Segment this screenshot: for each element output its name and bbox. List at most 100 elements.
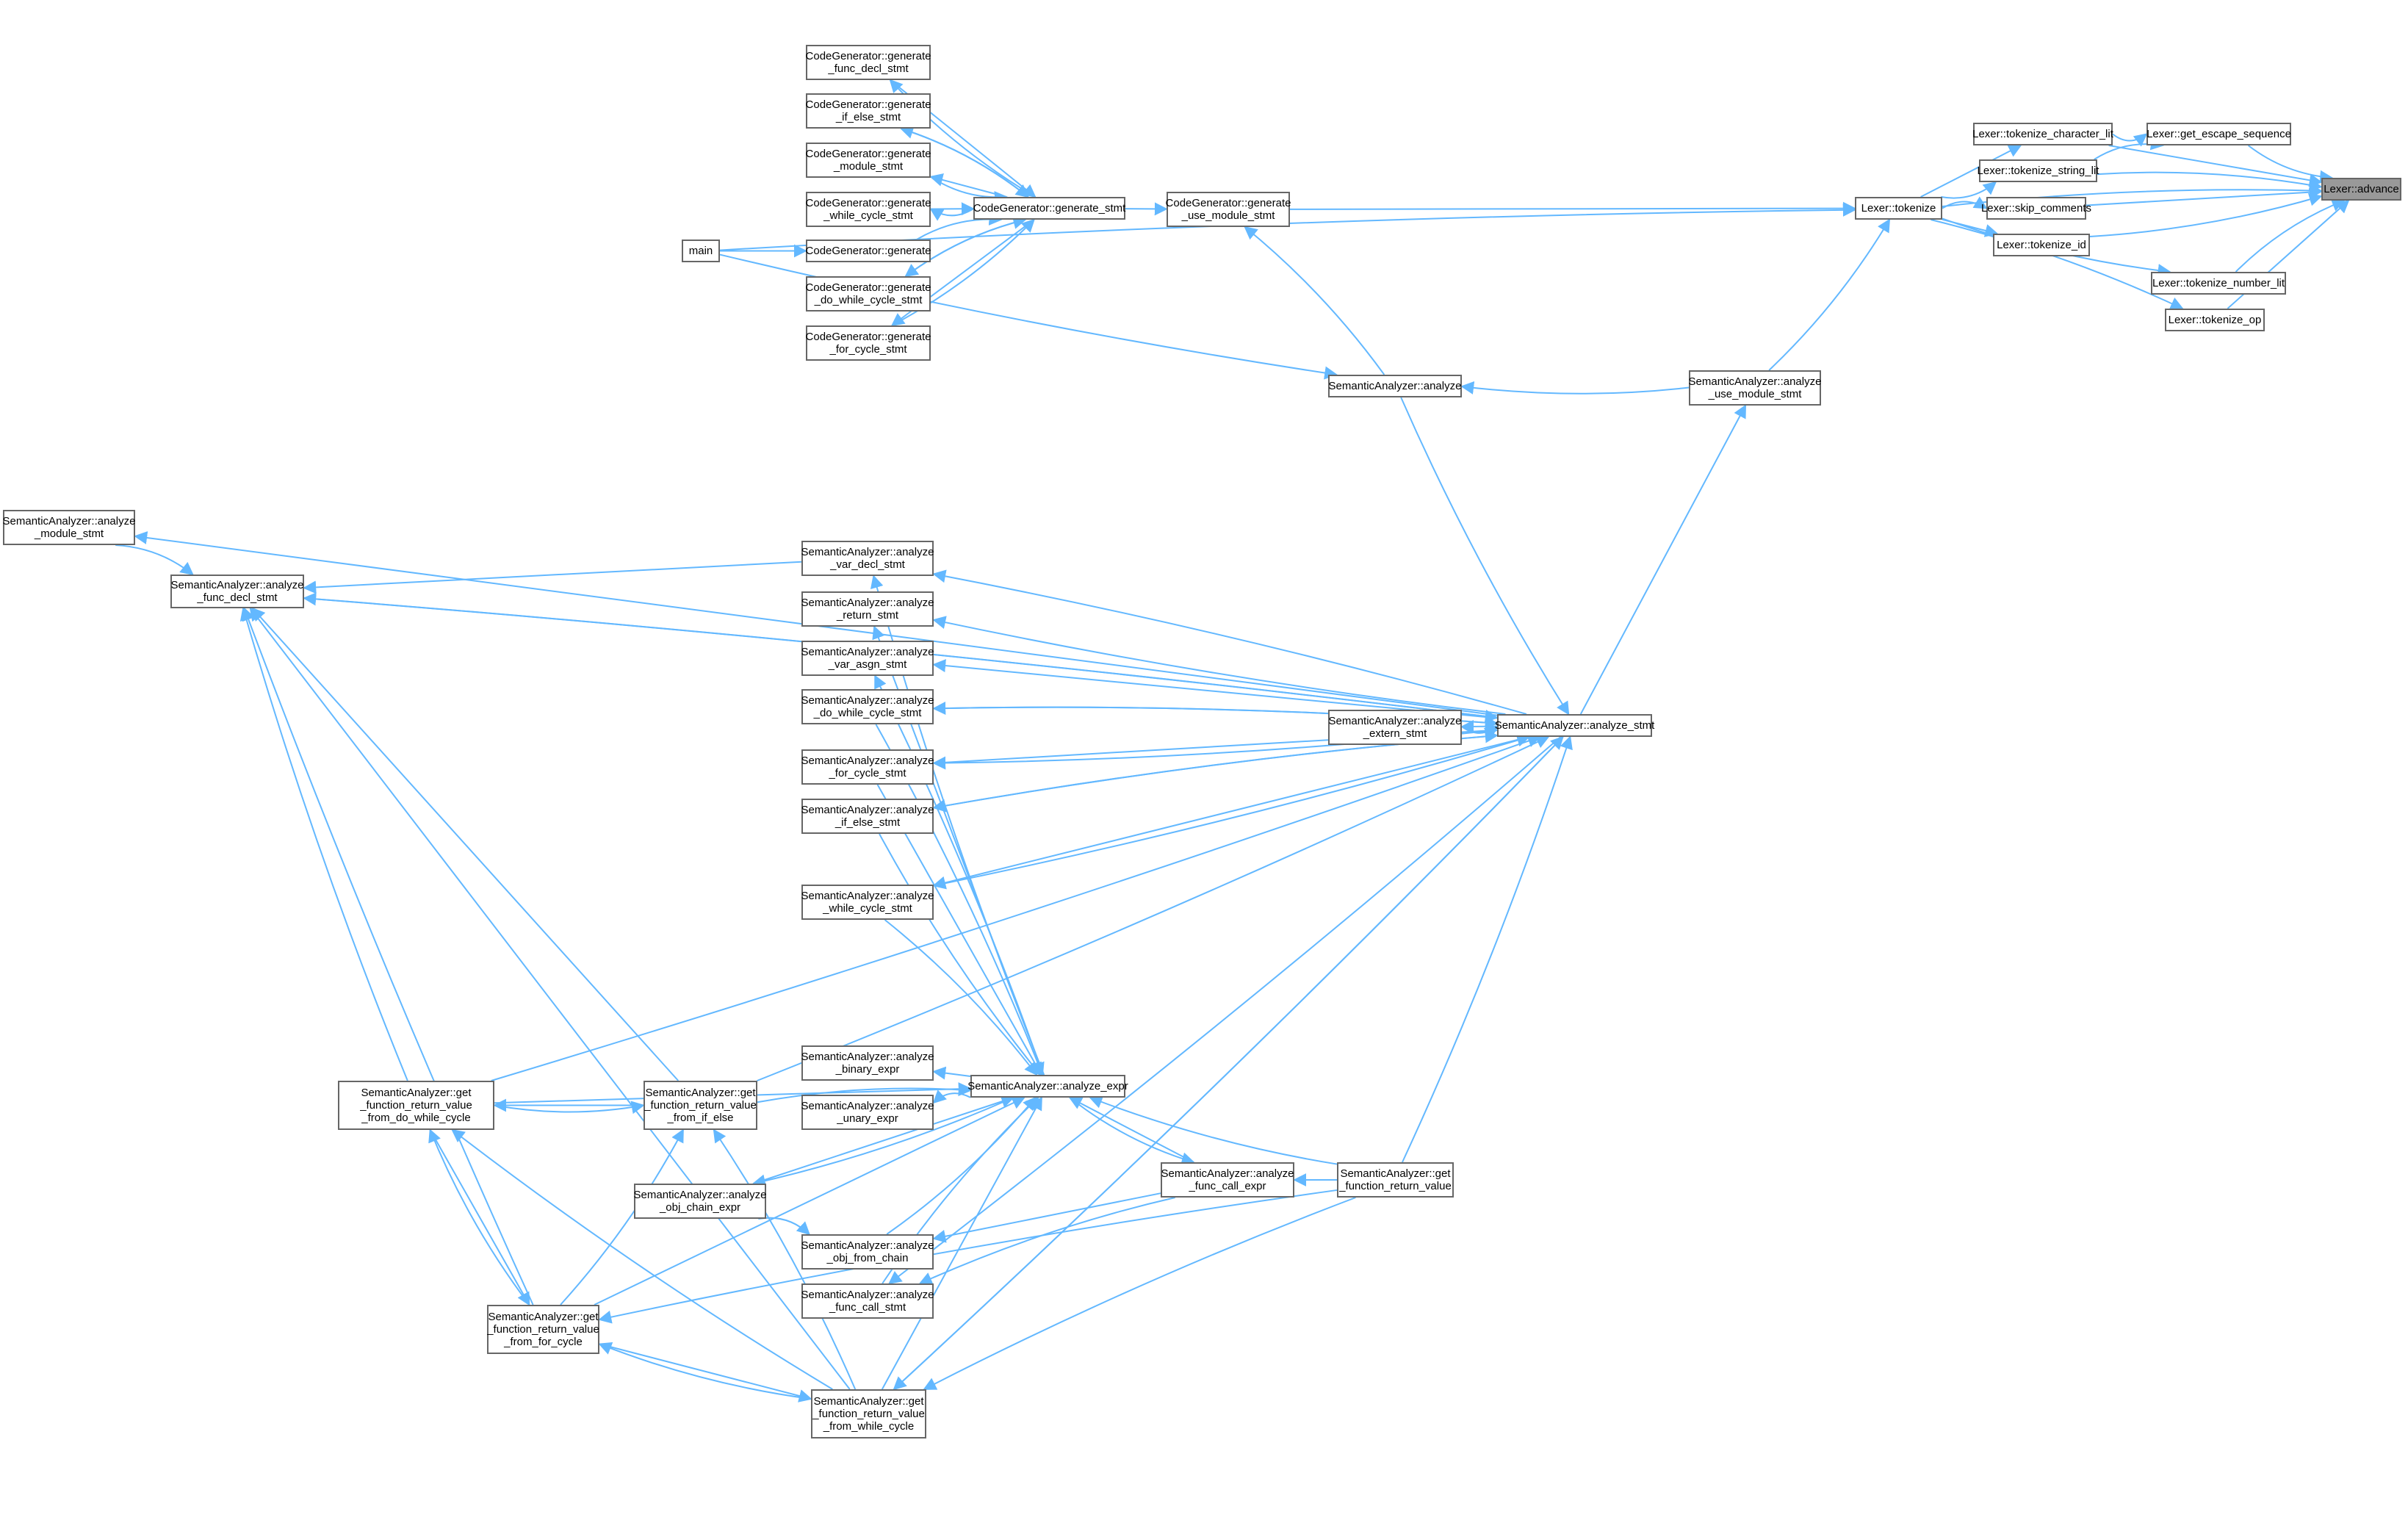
- edge-while_stmt-to-analyze_stmt: [933, 733, 1531, 887]
- edge-gen_stmt-to-gen_for: [890, 219, 1035, 327]
- graph-node-string-lit[interactable]: Lexer::tokenize_string_lit: [1978, 159, 2099, 182]
- graph-node-gen-func-decl[interactable]: CodeGenerator::generate _func_decl_stmt: [806, 45, 931, 80]
- graph-node-if-else-stmt[interactable]: SemanticAnalyzer::analyze _if_else_stmt: [801, 799, 934, 834]
- graph-node-op[interactable]: Lexer::tokenize_op: [2165, 309, 2265, 331]
- edge-from_if_else-to-func_decl_stmt: [251, 607, 679, 1081]
- graph-node-from-for[interactable]: SemanticAnalyzer::get _function_return_v…: [487, 1305, 599, 1354]
- edge-from_for-to-from_do_while: [428, 1128, 530, 1306]
- graph-node-obj-from-chain[interactable]: SemanticAnalyzer::analyze _obj_from_chai…: [801, 1234, 934, 1270]
- edge-from_while-to-from_for: [598, 1342, 812, 1400]
- graph-node-char-lit[interactable]: Lexer::tokenize_character_lit: [1972, 123, 2113, 145]
- edge-tokenize-to-skip: [1942, 196, 1988, 209]
- edge-from_do_while-to-analyze_stmt: [491, 734, 1541, 1081]
- edge-from_if_else-to-analyze_stmt: [757, 735, 1550, 1081]
- edge-module_stmt-to-func_decl_stmt: [115, 544, 194, 576]
- graph-node-analyze-stmt[interactable]: SemanticAnalyzer::analyze_stmt: [1495, 714, 1654, 737]
- graph-node-obj-chain[interactable]: SemanticAnalyzer::analyze _obj_chain_exp…: [634, 1184, 766, 1219]
- edge-from_while-to-analyze_expr: [881, 1096, 1042, 1390]
- graph-node-escape[interactable]: Lexer::get_escape_sequence: [2146, 123, 2291, 145]
- edge-from_while-to-analyze_stmt: [893, 735, 1564, 1390]
- edge-from_while-to-from_if_else: [713, 1128, 857, 1390]
- edge-gen_if_else-to-gen_stmt: [901, 128, 1030, 198]
- edge-from_do_while-to-from_if_else: [494, 1101, 645, 1115]
- edge-analyze_expr-to-func_call_expr: [1069, 1097, 1195, 1165]
- edge-analyze_expr-to-binary_expr: [932, 1066, 971, 1080]
- edge-analyze_stmt-to-while_stmt: [932, 736, 1529, 890]
- graph-node-id[interactable]: Lexer::tokenize_id: [1993, 234, 2090, 256]
- graph-node-gen-for[interactable]: CodeGenerator::generate _for_cycle_stmt: [806, 325, 931, 361]
- graph-node-generate[interactable]: CodeGenerator::generate: [806, 240, 931, 262]
- edge-gen_do_while-to-gen_stmt: [905, 216, 1027, 277]
- graph-node-from-if-else[interactable]: SemanticAnalyzer::get _function_return_v…: [644, 1081, 757, 1130]
- graph-node-gen-while[interactable]: CodeGenerator::generate _while_cycle_stm…: [806, 192, 931, 227]
- graph-node-var-asgn[interactable]: SemanticAnalyzer::analyze _var_asgn_stmt: [801, 641, 934, 676]
- edge-tokenize-to-string_lit: [1941, 181, 1997, 199]
- edge-char_lit-to-advance: [2108, 145, 2323, 187]
- edge-get_fn_ret-to-analyze_expr: [1089, 1095, 1338, 1165]
- graph-node-binary-expr[interactable]: SemanticAnalyzer::analyze _binary_expr: [801, 1045, 934, 1081]
- graph-node-tokenize[interactable]: Lexer::tokenize: [1855, 197, 1942, 220]
- graph-node-advance[interactable]: Lexer::advance: [2321, 178, 2401, 201]
- graph-node-for-cycle-stmt[interactable]: SemanticAnalyzer::analyze _for_cycle_stm…: [801, 749, 934, 785]
- edge-from_while-to-from_do_while: [451, 1128, 833, 1390]
- edge-analyze_stmt-to-var_decl: [932, 569, 1527, 715]
- graph-node-gen-do-while[interactable]: CodeGenerator::generate _do_while_cycle_…: [806, 276, 931, 312]
- edge-var_decl-to-func_decl_stmt: [303, 561, 802, 594]
- edge-char_lit-to-escape: [2112, 133, 2148, 147]
- graph-node-gen-module[interactable]: CodeGenerator::generate _module_stmt: [806, 143, 931, 178]
- edge-obj_chain-to-analyze_expr: [753, 1095, 1015, 1184]
- edge-number_lit-to-advance: [2235, 198, 2346, 273]
- graph-node-analyze-expr[interactable]: SemanticAnalyzer::analyze_expr: [967, 1075, 1128, 1098]
- edge-string_lit-to-advance: [2097, 171, 2323, 192]
- edge-obj_chain-to-obj_from_chain: [758, 1217, 811, 1236]
- edge-from_do_while-to-from_for: [429, 1129, 530, 1306]
- graph-node-skip[interactable]: Lexer::skip_comments: [1981, 197, 2091, 220]
- graph-node-return-stmt[interactable]: SemanticAnalyzer::analyze _return_stmt: [801, 591, 934, 627]
- graph-node-gen-use-module[interactable]: CodeGenerator::generate _use_module_stmt: [1166, 192, 1291, 227]
- edge-from_if_else-to-analyze_expr: [757, 1083, 972, 1103]
- graph-node-extern-stmt[interactable]: SemanticAnalyzer::analyze _extern_stmt: [1328, 710, 1462, 745]
- edge-analyze-to-analyze_stmt: [1400, 397, 1570, 716]
- edge-analyze_expr-to-var_asgn: [874, 674, 1044, 1076]
- graph-node-main[interactable]: main: [682, 240, 720, 262]
- graph-node-unary-expr[interactable]: SemanticAnalyzer::analyze _unary_expr: [801, 1095, 934, 1130]
- graph-node-analyze-use-module[interactable]: SemanticAnalyzer::analyze _use_module_st…: [1689, 370, 1821, 406]
- edge-analyze_use_module-to-analyze: [1460, 381, 1690, 395]
- edge-analyze_stmt-to-return_stmt: [932, 616, 1506, 715]
- edge-from_do_while-to-func_decl_stmt: [239, 607, 408, 1081]
- graph-node-from-do-while[interactable]: SemanticAnalyzer::get _function_return_v…: [338, 1081, 494, 1130]
- edge-escape-to-advance: [2247, 145, 2334, 184]
- edge-from_for-to-func_decl_stmt: [242, 607, 534, 1306]
- edge-skip-to-advance: [2086, 185, 2323, 206]
- edge-analyze_expr-to-unary_expr: [932, 1090, 971, 1104]
- graph-node-func-call-stmt[interactable]: SemanticAnalyzer::analyze _func_call_stm…: [801, 1283, 934, 1319]
- graph-node-number-lit[interactable]: Lexer::tokenize_number_lit: [2151, 272, 2286, 295]
- edge-main-to-analyze: [719, 253, 1338, 380]
- graph-node-analyze[interactable]: SemanticAnalyzer::analyze: [1328, 375, 1462, 397]
- graph-node-gen-stmt[interactable]: CodeGenerator::generate_stmt: [973, 197, 1125, 220]
- graph-node-func-decl-stmt[interactable]: SemanticAnalyzer::analyze _func_decl_stm…: [170, 575, 304, 608]
- graph-node-module-stmt[interactable]: SemanticAnalyzer::analyze _module_stmt: [3, 510, 135, 545]
- edge-if_else_stmt-to-analyze_expr: [879, 833, 1042, 1076]
- edge-while_stmt-to-analyze_expr: [884, 919, 1038, 1076]
- graph-node-get-fn-ret[interactable]: SemanticAnalyzer::get _function_return_v…: [1337, 1162, 1454, 1198]
- edge-string_lit-to-escape: [2094, 137, 2165, 160]
- edge-get_fn_ret-to-from_for: [598, 1189, 1338, 1324]
- edge-id-to-advance: [2089, 192, 2323, 237]
- edge-gen_for-to-gen_stmt: [891, 218, 1035, 326]
- edge-from_for-to-from_while: [599, 1343, 812, 1402]
- graph-node-from-while[interactable]: SemanticAnalyzer::get _function_return_v…: [811, 1389, 926, 1438]
- edge-analyze_stmt-to-func_call_stmt: [888, 736, 1562, 1285]
- edge-tokenize-to-op: [1931, 219, 2184, 310]
- edge-op-to-advance: [2227, 199, 2350, 309]
- graph-node-do-while-stmt[interactable]: SemanticAnalyzer::analyze _do_while_cycl…: [801, 689, 934, 724]
- edge-analyze-to-gen_use_module: [1244, 226, 1385, 375]
- edge-analyze_use_module-to-tokenize: [1768, 218, 1891, 371]
- graph-node-var-decl[interactable]: SemanticAnalyzer::analyze _var_decl_stmt: [801, 541, 934, 576]
- graph-node-func-call-expr[interactable]: SemanticAnalyzer::analyze _func_call_exp…: [1161, 1162, 1294, 1198]
- graph-node-gen-if-else[interactable]: CodeGenerator::generate _if_else_stmt: [806, 93, 931, 129]
- graph-node-while-stmt[interactable]: SemanticAnalyzer::analyze _while_cycle_s…: [801, 885, 934, 920]
- edge-func_call_expr-to-analyze_expr: [1068, 1097, 1194, 1163]
